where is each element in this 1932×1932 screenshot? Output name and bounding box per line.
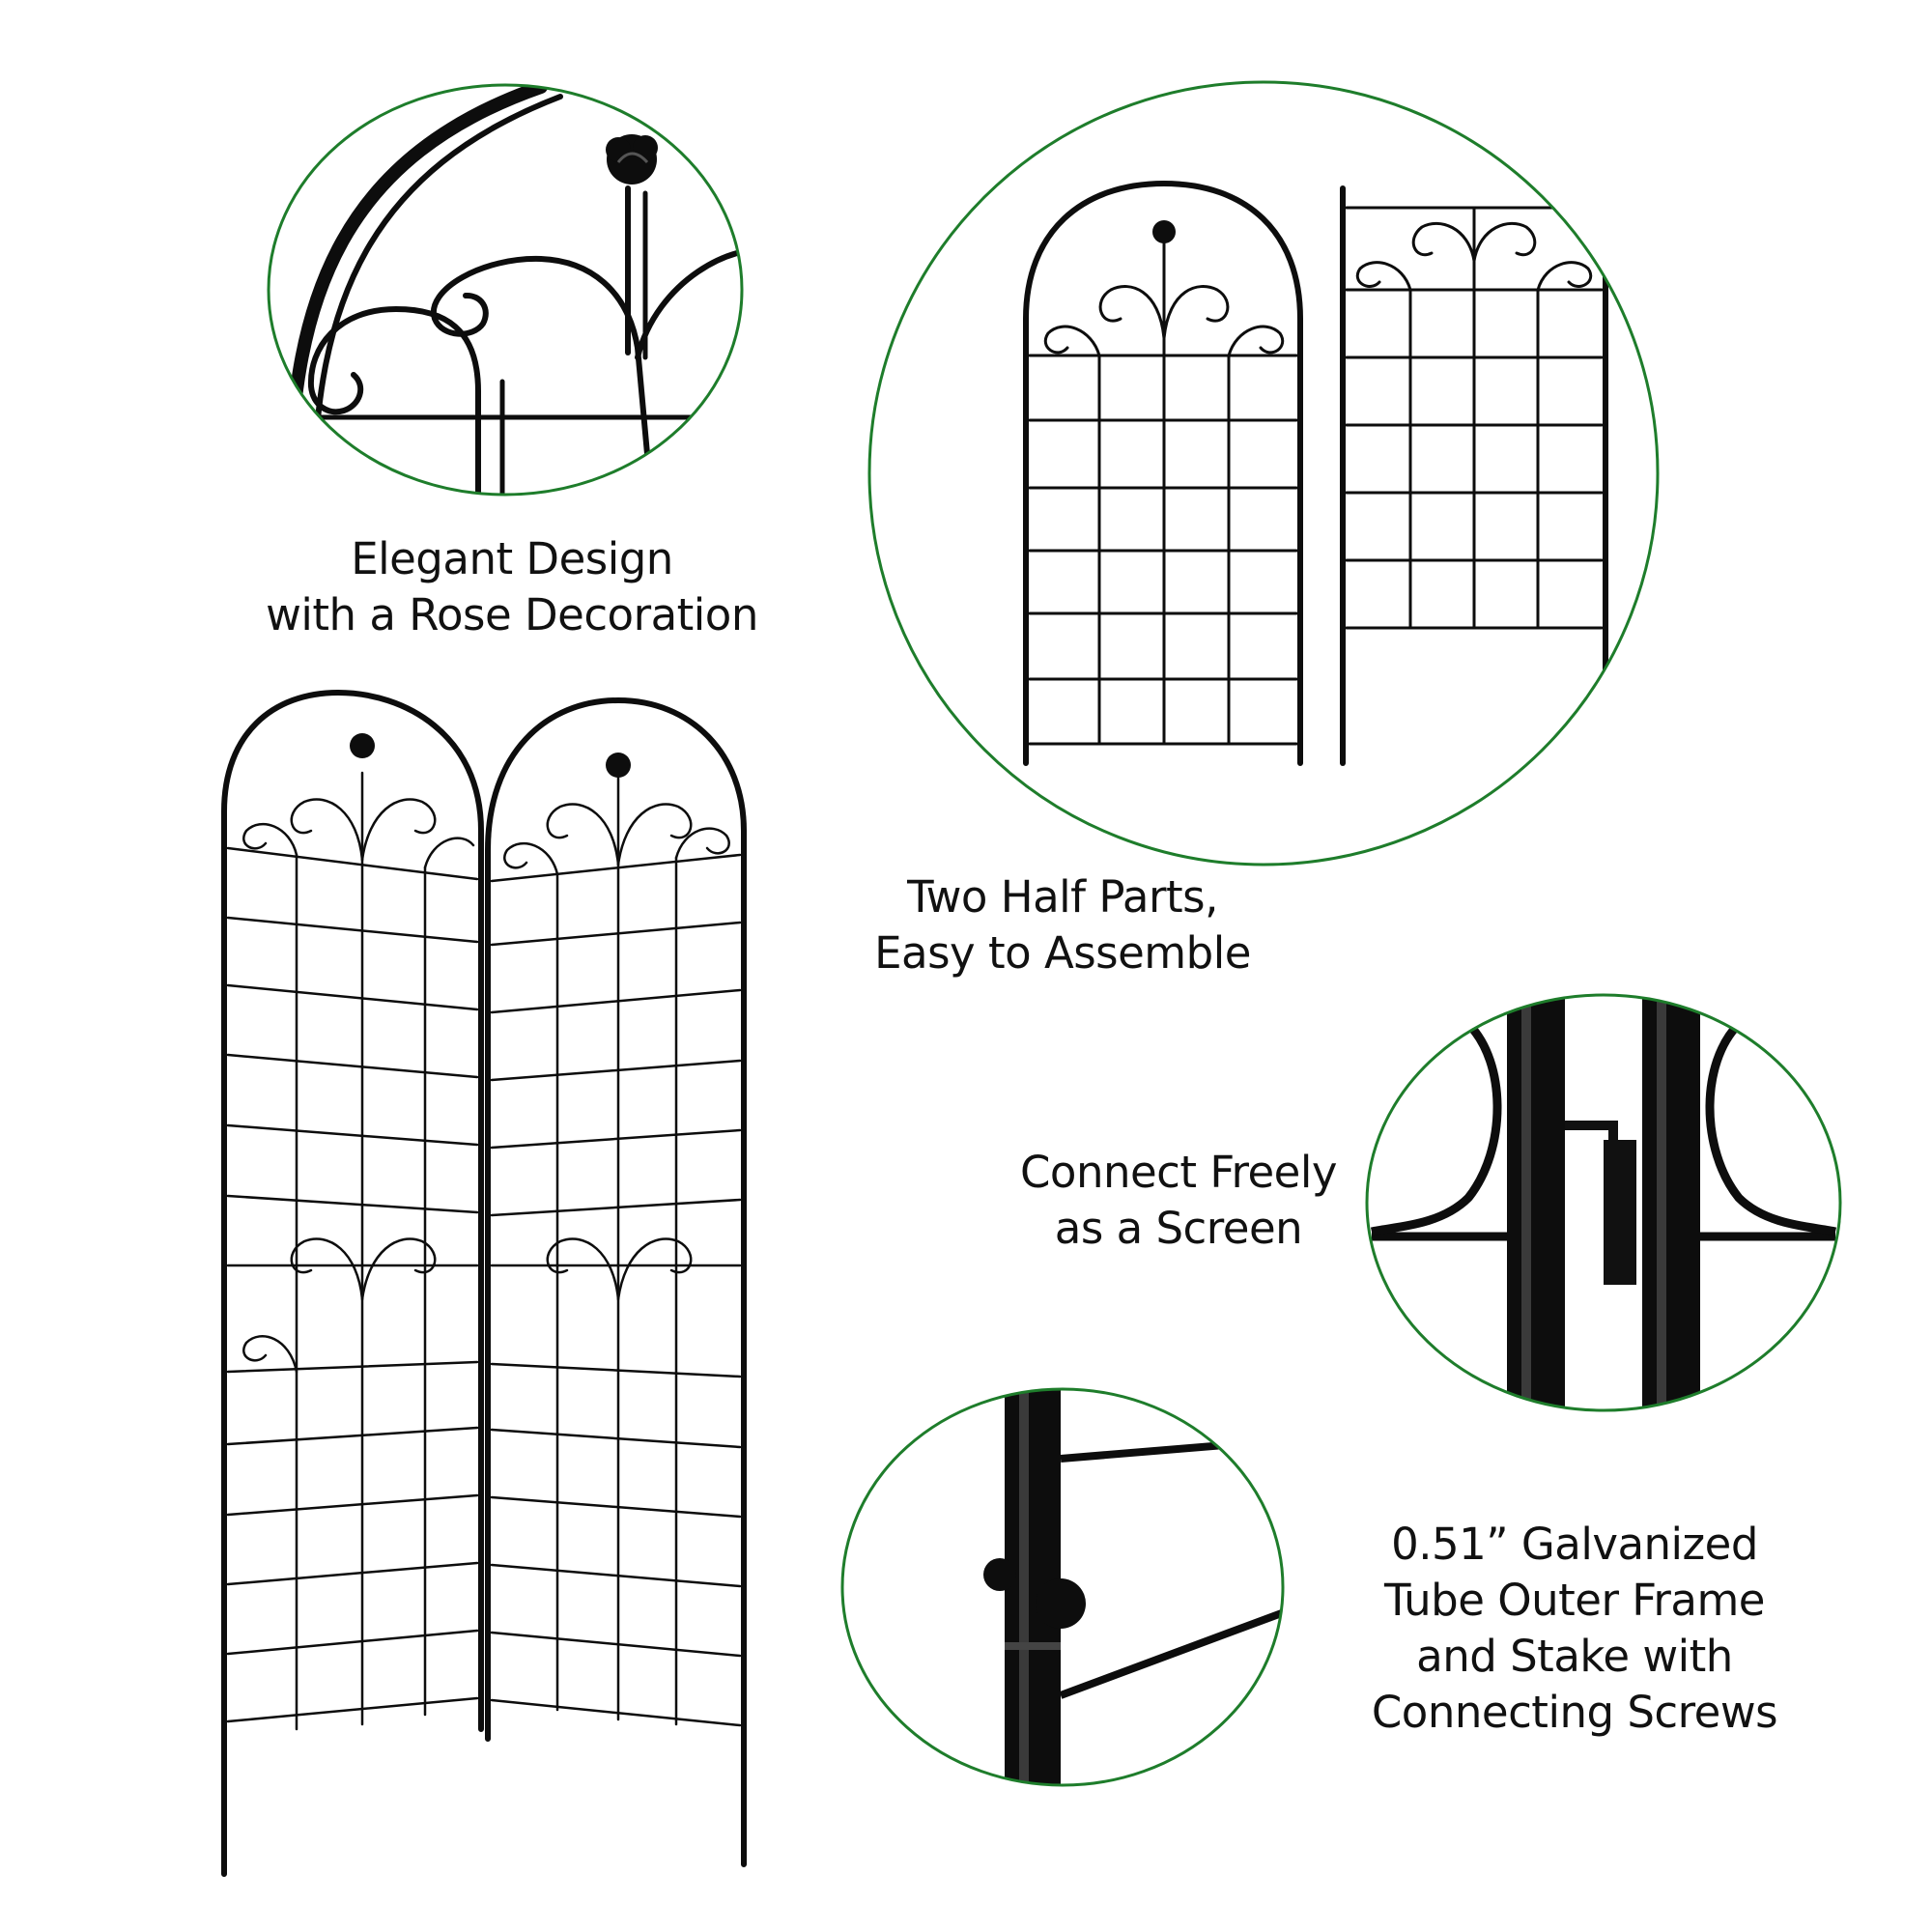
caption-two-half-parts: Two Half Parts, Easy to Assemble (874, 871, 1251, 979)
caption-connect-screen: Connect Freely as a Screen (1020, 1147, 1338, 1254)
connection-detail-circle (1365, 993, 1842, 1412)
assembled-screen (221, 689, 747, 1877)
rose-detail-circle (267, 83, 744, 497)
caption-galvanized-tube: 0.51” Galvanized Tube Outer Frame and St… (1371, 1519, 1778, 1738)
tube-detail-circle (840, 1387, 1285, 1787)
caption-rose-decoration: Elegant Design with a Rose Decoration (266, 533, 758, 640)
half-parts-circle (867, 80, 1660, 867)
